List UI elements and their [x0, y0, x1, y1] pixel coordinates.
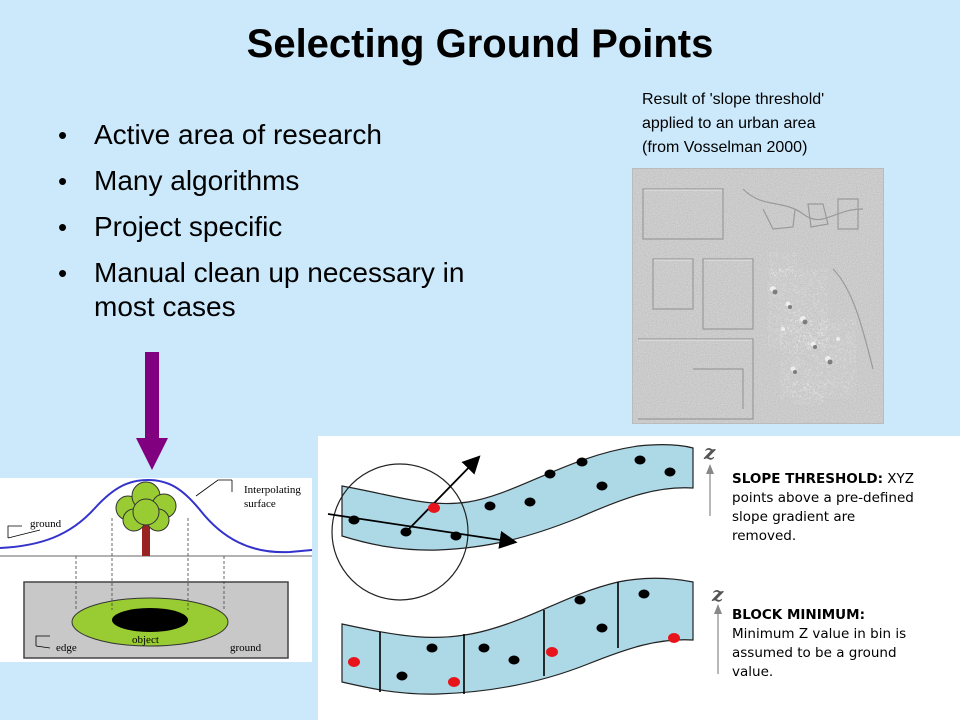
- slope-search-circle: [331, 463, 469, 601]
- slide-title: Selecting Ground Points: [246, 22, 714, 66]
- slope-threshold-result-image: [632, 168, 884, 424]
- object-label: object: [132, 634, 159, 646]
- interpolating-curve: [0, 478, 312, 554]
- slope-gradient-arrow: [405, 455, 481, 533]
- block-text-2: assumed to be a ground: [732, 645, 897, 661]
- ground-filter-graphic: [327, 444, 722, 695]
- block-minimum-band: [341, 577, 694, 695]
- bullet-item: • Project specific: [58, 210, 508, 244]
- caption-line-3: (from Vosselman 2000): [642, 139, 808, 156]
- terrain-relief-graphic: [633, 169, 883, 423]
- bullet-text: Manual clean up necessary in most cases: [94, 257, 465, 322]
- bullet-item: • Manual clean up necessary in most cases: [58, 256, 508, 324]
- slope-text-4: removed.: [732, 528, 797, 544]
- slope-threshold-description: SLOPE THRESHOLD: XYZ points above a pre-…: [732, 470, 958, 546]
- interpolating-surface-graphic: [0, 478, 312, 659]
- block-minimum-description: BLOCK MINIMUM: Minimum Z value in bin is…: [732, 606, 958, 682]
- down-arrow-shaft: [145, 352, 159, 440]
- interpolating-surface-diagram: Interpolating surface ground edge object…: [0, 478, 312, 662]
- slope-text-3: slope gradient are: [732, 509, 856, 525]
- removed-points-bottom: [348, 633, 680, 687]
- bullet-icon: •: [58, 258, 68, 288]
- removed-point-top: [428, 503, 440, 513]
- block-text-3: value.: [732, 664, 774, 680]
- z-axis-arrows: [706, 464, 722, 674]
- image-caption: Result of 'slope threshold' applied to a…: [642, 88, 942, 160]
- edge-label: edge: [56, 642, 77, 654]
- bullet-text: Active area of research: [94, 119, 382, 150]
- bullet-text: Project specific: [94, 211, 283, 242]
- z-axis-label-bottom: z: [712, 582, 724, 606]
- bin-dividers: [379, 582, 619, 694]
- interpolating-label-2: surface: [244, 498, 276, 510]
- down-arrow-icon: [136, 438, 168, 470]
- bullet-item: • Many algorithms: [58, 164, 508, 198]
- bullet-text: Many algorithms: [94, 165, 300, 196]
- ground-points-bottom: [396, 589, 650, 681]
- tree-trunk: [142, 524, 150, 556]
- caption-line-1: Result of 'slope threshold': [642, 91, 825, 108]
- ground-filter-methods-diagram: z z SLOPE THRESHOLD: XYZ points above a …: [318, 436, 960, 720]
- slope-threshold-band: [341, 444, 694, 551]
- ground-points-top: [348, 455, 676, 541]
- bullet-icon: •: [58, 120, 68, 150]
- slope-threshold-title: SLOPE THRESHOLD:: [732, 471, 883, 487]
- interpolating-label-1: Interpolating: [244, 484, 301, 496]
- slope-text-2: points above a pre-defined: [732, 490, 914, 506]
- object-shape: [112, 608, 188, 632]
- bullet-icon: •: [58, 166, 68, 196]
- tree-crown: [115, 481, 177, 532]
- block-text-1: Minimum Z value in bin is: [732, 626, 907, 642]
- ground-label-bottom: ground: [230, 642, 262, 654]
- block-minimum-title: BLOCK MINIMUM:: [732, 607, 865, 623]
- ground-label-top: ground: [30, 518, 62, 530]
- bullet-list: • Active area of research • Many algorithm…: [58, 118, 508, 336]
- bullet-item: • Active area of research: [58, 118, 508, 152]
- caption-line-2: applied to an urban area: [642, 115, 816, 132]
- bullet-icon: •: [58, 212, 68, 242]
- slope-text-1: XYZ: [882, 471, 915, 487]
- z-axis-label-top: z: [704, 440, 716, 464]
